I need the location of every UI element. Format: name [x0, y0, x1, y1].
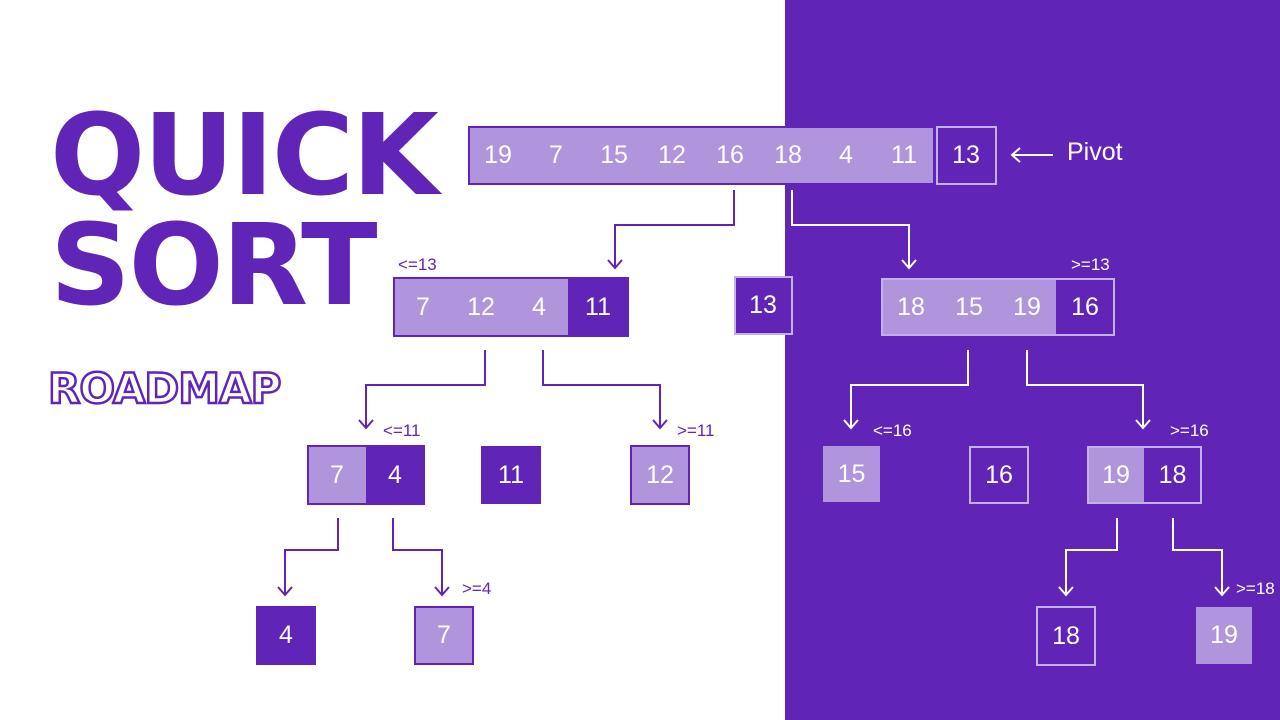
label-left-right: >=11 — [677, 421, 715, 440]
node-rr-right-19: 19 — [1196, 607, 1252, 664]
cell-root-5: 18 — [759, 127, 817, 183]
right-frame — [881, 278, 1115, 336]
label-left-left: <=11 — [383, 421, 421, 440]
title-line-quick: QUICK — [50, 91, 439, 221]
pivot-label: Pivot — [1067, 138, 1123, 166]
left-frame — [393, 277, 629, 337]
cell-right-3: 16 — [1056, 279, 1114, 335]
cell-root-6: 4 — [817, 127, 875, 183]
cell-left-3: 11 — [568, 278, 628, 336]
cell-llr-0: 7 — [415, 607, 473, 664]
arrow-left-to-ll — [358, 350, 486, 430]
arrow-rr-to-rrl — [1058, 518, 1118, 597]
root-left-frame — [468, 126, 937, 185]
lr-frame — [630, 445, 690, 505]
rr-frame — [1087, 446, 1202, 504]
node-left-pivot-11: 11 — [481, 446, 541, 504]
title-line-sort: SORT — [50, 201, 377, 331]
node-ll-left-4: 4 — [256, 606, 316, 665]
right-background-panel — [785, 0, 1280, 720]
cell-root-2: 15 — [585, 127, 643, 183]
cell-rrl-0: 18 — [1037, 607, 1095, 665]
subtitle-roadmap: ROADMAP — [47, 364, 283, 413]
arrow-root-to-left — [607, 190, 735, 270]
ll-frame — [307, 445, 425, 505]
arrow-ll-to-llr — [392, 518, 450, 597]
cell-rp-0: 16 — [971, 448, 1027, 502]
cell-right-2: 19 — [998, 279, 1056, 335]
arrow-rr-to-rrr — [1172, 518, 1230, 597]
cell-root-0: 19 — [469, 127, 527, 183]
label-right-left: <=16 — [873, 421, 912, 440]
arrow-root-to-right — [791, 190, 917, 270]
cell-left-2: 4 — [510, 278, 568, 336]
arrow-right-to-rl — [843, 350, 969, 430]
cell-rr-0: 19 — [1088, 447, 1144, 503]
pivot-pointer-arrow — [1010, 147, 1053, 163]
cell-root-4: 16 — [701, 127, 759, 183]
cell-left-1: 12 — [452, 278, 510, 336]
arrow-ll-to-lll — [277, 518, 339, 597]
cell-right-1: 15 — [940, 279, 998, 335]
label-rr-right: >=18 — [1236, 579, 1275, 598]
arrow-right-to-rr — [1026, 350, 1151, 430]
rrl-frame — [1036, 606, 1096, 666]
cell-root-7: 11 — [875, 127, 933, 183]
cell-root-pivot: 13 — [937, 127, 995, 183]
cell-root-1: 7 — [527, 127, 585, 183]
label-left: <=13 — [398, 255, 437, 274]
label-right: >=13 — [1071, 255, 1110, 274]
label-right-right: >=16 — [1170, 421, 1209, 440]
cell-ll-1: 4 — [366, 446, 424, 504]
cell-pivot-13: 13 — [735, 277, 791, 333]
node-right-left-15: 15 — [823, 446, 880, 502]
arrow-left-to-lr — [542, 350, 668, 430]
rp-frame — [969, 446, 1029, 504]
cell-ll-0: 7 — [308, 446, 366, 504]
llr-frame — [414, 606, 474, 665]
cell-left-0: 7 — [394, 278, 452, 336]
label-ll-right: >=4 — [462, 579, 492, 598]
cell-rr-1: 18 — [1144, 447, 1201, 503]
cell-root-3: 12 — [643, 127, 701, 183]
pivot-13-frame — [734, 276, 793, 335]
root-pivot-frame — [936, 126, 997, 185]
cell-right-0: 18 — [882, 279, 940, 335]
cell-lr-0: 12 — [631, 446, 689, 504]
